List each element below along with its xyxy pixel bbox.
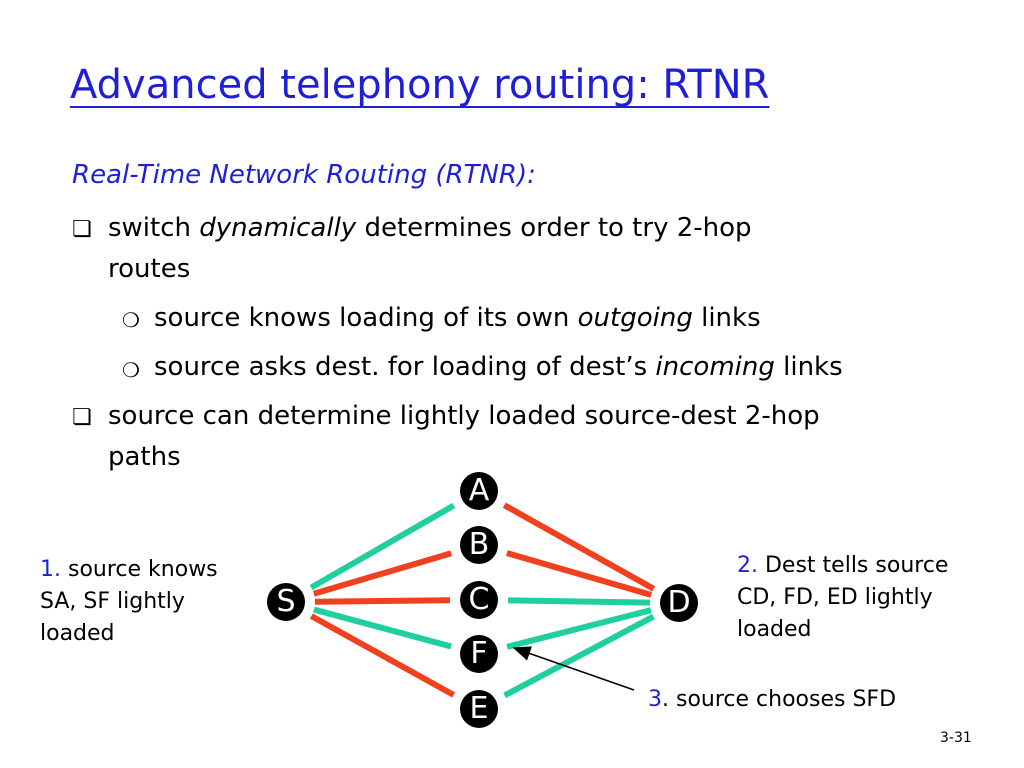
slide-title: Advanced telephony routing: RTNR — [70, 62, 770, 108]
page-number: 3-31 — [940, 730, 972, 746]
note-2-line-3: loaded — [737, 617, 812, 642]
sub-bullet-2-text-c: links — [774, 352, 843, 382]
square-bullet-icon: ❏ — [72, 217, 92, 242]
sub-bullet-1-text-c: links — [692, 303, 761, 333]
note-2-line-2: CD, FD, ED lightly — [737, 585, 933, 610]
note-dest-tells: 2. Dest tells source CD, FD, ED lightly … — [737, 550, 948, 646]
sub-bullet-2-text-a: source asks dest. for loading of dest’s — [154, 352, 656, 382]
bullet-1-text-a: switch — [108, 213, 200, 243]
note-2-line-1: Dest tells source — [758, 553, 949, 578]
bullet-1-line-1: switch dynamically determines order to t… — [108, 213, 752, 243]
note-1-number: 1. — [40, 557, 61, 582]
link-b-d — [506, 550, 652, 598]
link-f-d — [506, 607, 652, 650]
square-bullet-icon: ❏ — [72, 405, 92, 430]
link-e-d — [503, 613, 655, 699]
node-e: E — [460, 690, 498, 728]
link-c-d — [507, 597, 651, 606]
bullet-1-line-2: routes — [108, 254, 191, 284]
slide-subtitle: Real-Time Network Routing (RTNR): — [72, 160, 536, 190]
choice-arrow — [512, 646, 635, 691]
note-3-text: . source chooses SFD — [662, 687, 897, 712]
node-f: F — [460, 635, 498, 673]
link-s-a — [309, 502, 456, 591]
sub-bullet-2-emphasis: incoming — [655, 352, 775, 382]
link-s-c — [314, 597, 451, 605]
bullet-2-line-1: source can determine lightly loaded sour… — [108, 401, 820, 431]
sub-bullet-1: source knows loading of its own outgoing… — [154, 303, 761, 333]
sub-bullet-2: source asks dest. for loading of dest’s … — [154, 352, 843, 382]
circle-bullet-icon: ❍ — [122, 308, 140, 332]
note-1-line-1: source knows — [61, 557, 218, 582]
circle-bullet-icon: ❍ — [122, 358, 140, 382]
note-source-knows: 1. source knows SA, SF lightly loaded — [40, 554, 218, 650]
note-source-chooses: 3. source chooses SFD — [648, 684, 896, 716]
node-d: D — [660, 584, 698, 622]
link-s-f — [313, 606, 452, 650]
note-1-line-2: SA, SF lightly — [40, 589, 185, 614]
bullet-1-emphasis: dynamically — [199, 213, 357, 243]
link-s-e — [309, 613, 456, 698]
node-c: C — [460, 581, 498, 619]
bullet-1-text-c: determines order to try 2-hop — [356, 213, 752, 243]
sub-bullet-1-text-a: source knows loading of its own — [154, 303, 578, 333]
node-s: S — [267, 583, 305, 621]
node-a: A — [460, 472, 498, 510]
link-a-d — [502, 502, 656, 592]
note-2-number: 2. — [737, 553, 758, 578]
node-b: B — [460, 526, 498, 564]
link-s-b — [312, 550, 453, 597]
bullet-2-line-2: paths — [108, 442, 181, 472]
sub-bullet-1-emphasis: outgoing — [577, 303, 693, 333]
note-1-line-3: loaded — [40, 621, 115, 646]
note-3-number: 3 — [648, 687, 662, 712]
